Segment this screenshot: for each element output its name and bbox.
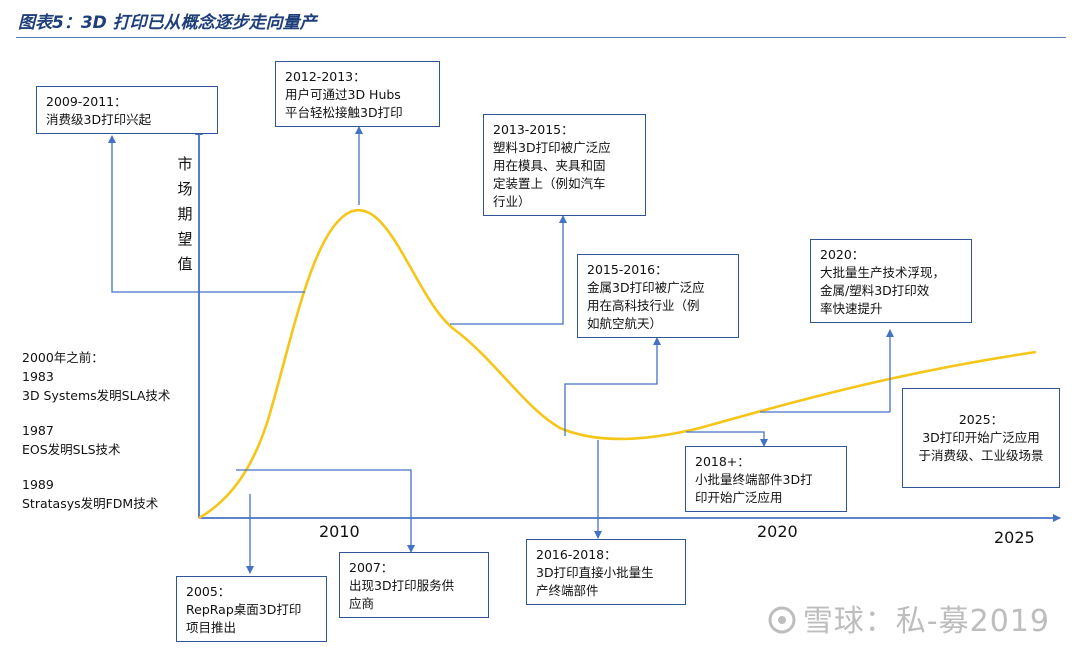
milestone-2007: 2007： 出现3D打印服务供 应商 (339, 552, 489, 618)
milestone-2025: 2025： 3D打印开始广泛应用 于消费级、工业级场景 (902, 388, 1060, 488)
milestone-2005: 2005： RepRap桌面3D打印 项目推出 (176, 576, 327, 642)
milestone-2009-2011: 2009-2011： 消费级3D打印兴起 (36, 86, 218, 134)
connector-2009 (108, 135, 305, 293)
pre-2000-history: 2000年之前： 1983 3D Systems发明SLA技术 1987 EOS… (22, 348, 170, 513)
title-rule (16, 37, 1066, 38)
milestone-2013-2015: 2013-2015： 塑料3D打印被广泛应 用在模具、夹具和固 定装置上（例如汽… (483, 114, 646, 216)
x-tick-2020: 2020 (757, 522, 798, 541)
y-axis-label-char: 市 (177, 155, 193, 173)
history-year-1989: 1989 (22, 477, 54, 492)
milestone-2015-2016: 2015-2016： 金属3D打印被广泛应 用在高科技行业（例 如航空航天） (577, 254, 739, 338)
watermark-text: 雪球：私-募2019 (802, 604, 1050, 639)
milestone-2020: 2020： 大批量生产技术浮现， 金属/塑料3D打印效 率快速提升 (810, 239, 972, 323)
y-axis-label: 市 场 期 望 值 (172, 152, 198, 277)
x-tick-2025: 2025 (994, 528, 1035, 547)
history-fdm: Stratasys发明FDM技术 (22, 496, 159, 511)
milestone-2016-2018: 2016-2018： 3D打印直接小批量生 产终端部件 (526, 539, 686, 605)
snowball-logo-icon (768, 606, 796, 634)
y-axis-label-char: 期 (177, 205, 193, 223)
y-axis-label-char: 望 (177, 230, 193, 248)
connector-2013 (450, 215, 567, 325)
history-sls: EOS发明SLS技术 (22, 442, 121, 457)
connector-2015 (564, 337, 661, 436)
x-tick-2010: 2010 (319, 522, 360, 541)
y-axis-label-char: 场 (177, 180, 193, 198)
history-year-1987: 1987 (22, 423, 54, 438)
y-axis-label-char: 值 (177, 255, 193, 273)
history-year-1983: 1983 (22, 369, 54, 384)
milestone-2012-2013: 2012-2013： 用户可通过3D Hubs 平台轻松接触3D打印 (275, 61, 440, 127)
milestone-2018-plus: 2018+： 小批量终端部件3D打 印开始广泛应用 (685, 446, 847, 512)
connector-2018 (686, 431, 768, 447)
watermark: 雪球：私-募2019 (767, 596, 1050, 640)
figure-title: 图表5：3D 打印已从概念逐步走向量产 (18, 13, 317, 33)
history-sla: 3D Systems发明SLA技术 (22, 388, 171, 403)
history-heading: 2000年之前： (22, 350, 104, 365)
connector-2007 (236, 469, 415, 553)
expectation-curve (198, 208, 1037, 520)
